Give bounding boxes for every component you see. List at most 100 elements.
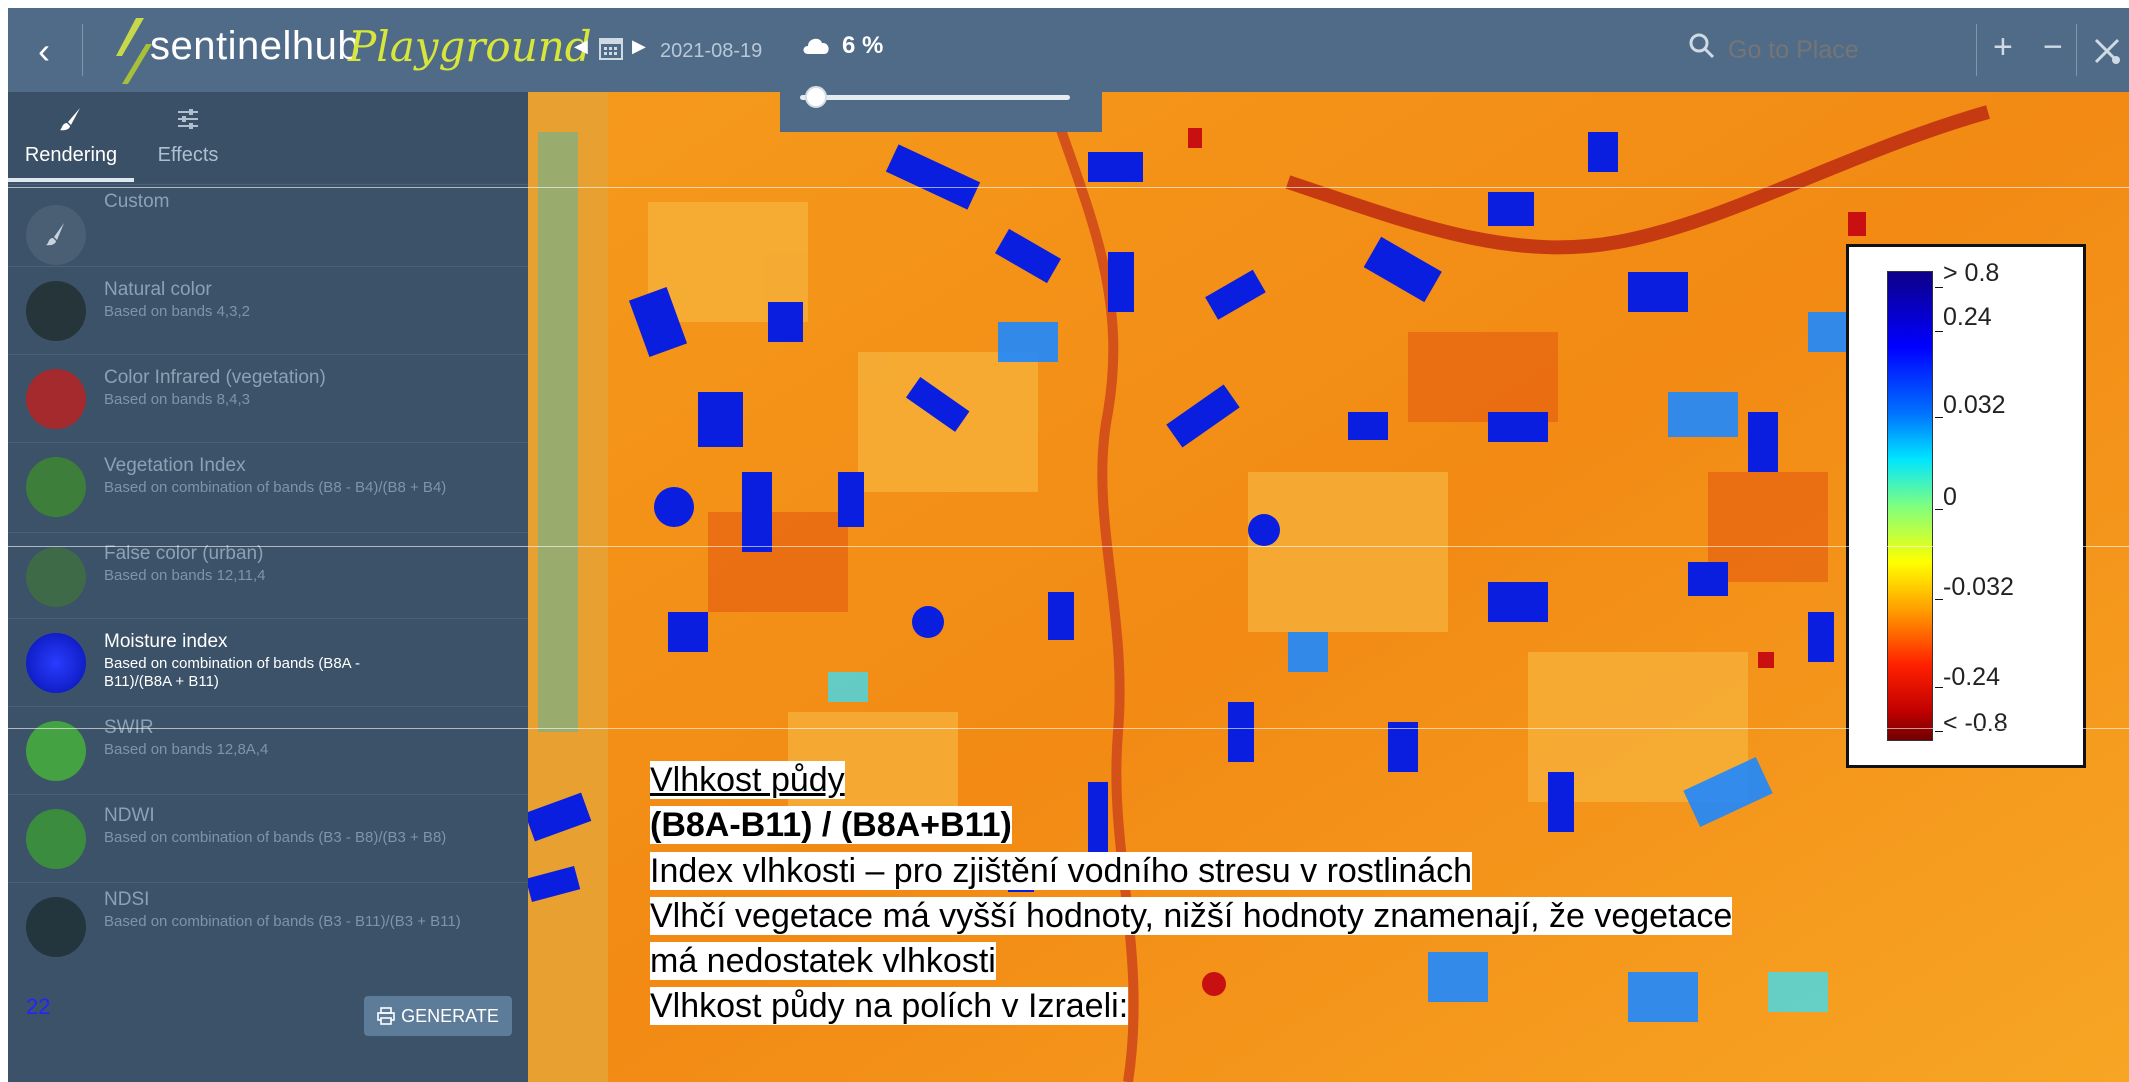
layer-subtitle: Based on combination of bands (B8 - B4)/… xyxy=(104,479,447,496)
layer-thumbnail xyxy=(26,633,86,693)
layer-subtitle: Based on combination of bands (B3 - B11)… xyxy=(104,913,461,930)
layer-title: SWIR xyxy=(104,717,154,738)
previous-date-icon[interactable]: ◀ xyxy=(574,36,588,56)
layer-item-false-color[interactable]: False color (urban) Based on bands 12,11… xyxy=(8,532,528,619)
caption-title-text: Vlhkost půdy xyxy=(650,761,845,799)
color-legend: > 0.8 0.24 0.032 0 -0.032 -0.24 < -0.8 xyxy=(1846,244,2086,768)
layer-subtitle: Based on combination of bands (B8A - B11… xyxy=(104,655,360,690)
print-icon xyxy=(377,1007,395,1025)
brush-icon xyxy=(60,108,80,131)
layer-title: NDSI xyxy=(104,889,150,910)
layer-subtitle: Based on bands 8,4,3 xyxy=(104,391,250,408)
sentinelhub-logo-icon xyxy=(116,18,152,84)
layer-title: Color Infrared (vegetation) xyxy=(104,367,326,388)
legend-label: 0 xyxy=(1943,483,1957,511)
legend-tick xyxy=(1935,417,1943,418)
layer-item-moisture-index[interactable]: Moisture index Based on combination of b… xyxy=(8,618,528,707)
divider xyxy=(1976,24,1977,76)
caption-line-text: Index vlhkosti – pro zjištění vodního st… xyxy=(650,852,1473,890)
app-frame: > 0.8 0.24 0.032 0 -0.032 -0.24 < -0.8 ‹… xyxy=(8,8,2129,1082)
layer-subtitle: Based on bands 12,8A,4 xyxy=(104,741,269,758)
next-date-icon[interactable]: ▶ xyxy=(632,36,646,56)
generate-button[interactable]: GENERATE xyxy=(364,996,512,1036)
layer-thumbnail xyxy=(26,547,86,607)
layer-item-ndwi[interactable]: NDWI Based on combination of bands (B3 -… xyxy=(8,794,528,883)
tab-effects[interactable]: Effects xyxy=(146,92,230,178)
caption-line-text: má nedostatek vlhkosti xyxy=(650,942,996,980)
layer-thumbnail xyxy=(26,205,86,265)
tab-label: Effects xyxy=(157,144,219,166)
layer-thumbnail xyxy=(26,897,86,957)
layer-item-swir[interactable]: SWIR Based on bands 12,8A,4 xyxy=(8,706,528,795)
cloud-coverage-slider-handle[interactable] xyxy=(805,86,828,108)
caption-line: Index vlhkosti – pro zjištění vodního st… xyxy=(650,851,1473,891)
calendar-icon[interactable] xyxy=(598,35,624,61)
zoom-in-button[interactable]: + xyxy=(1993,28,2013,66)
tab-rendering[interactable]: Rendering xyxy=(8,92,134,182)
legend-label: 0.24 xyxy=(1943,303,1992,331)
tools-icon[interactable] xyxy=(2092,36,2122,66)
legend-label: > 0.8 xyxy=(1943,259,2000,287)
slide-number: 22 xyxy=(26,994,51,1019)
divider xyxy=(82,24,83,76)
cloud-coverage-panel: 6 % xyxy=(780,8,1102,132)
layer-title: Natural color xyxy=(104,279,212,300)
layer-subtitle: Based on combination of bands (B3 - B8)/… xyxy=(104,829,447,846)
layer-item-natural-color[interactable]: Natural color Based on bands 4,3,2 xyxy=(8,266,528,355)
legend-tick xyxy=(1935,599,1943,600)
layer-subtitle: Based on bands 4,3,2 xyxy=(104,303,250,320)
layer-title: NDWI xyxy=(104,805,155,826)
layer-title: False color (urban) xyxy=(104,543,264,564)
caption-formula: (B8A-B11) / (B8A+B11) xyxy=(650,805,1012,845)
legend-tick xyxy=(1935,287,1943,288)
layer-subtitle: Based on bands 12,11,4 xyxy=(104,567,266,584)
legend-tick xyxy=(1935,331,1943,332)
legend-tick xyxy=(1935,509,1943,510)
legend-tick xyxy=(1935,687,1943,688)
layer-title: Custom xyxy=(104,191,170,212)
go-to-place-input[interactable] xyxy=(1728,36,1948,65)
layer-thumbnail xyxy=(26,281,86,341)
zoom-out-button[interactable]: − xyxy=(2043,28,2063,66)
divider xyxy=(2076,24,2077,76)
caption-line: Vlhkost půdy na polích v Izraeli: xyxy=(650,986,1129,1026)
generate-label: GENERATE xyxy=(401,1005,499,1026)
layer-thumbnail xyxy=(26,457,86,517)
layer-title: Vegetation Index xyxy=(104,455,246,476)
legend-tick xyxy=(1935,731,1943,732)
divider xyxy=(0,728,2129,729)
caption-formula-text: (B8A-B11) / (B8A+B11) xyxy=(650,806,1012,844)
layer-thumbnail xyxy=(26,721,86,781)
cloud-coverage-value: 6 % xyxy=(842,32,884,59)
brand-name: sentinelhub xyxy=(150,24,361,68)
legend-label: < -0.8 xyxy=(1943,709,2008,737)
tab-label: Rendering xyxy=(24,144,118,166)
legend-label: 0.032 xyxy=(1943,391,2006,419)
caption-title: Vlhkost půdy xyxy=(650,760,845,800)
cloud-icon xyxy=(803,38,829,54)
caption-line: Vlhčí vegetace má vyšší hodnoty, nižší h… xyxy=(650,896,1733,936)
legend-gradient-bar xyxy=(1887,271,1933,741)
layer-item-ndsi[interactable]: NDSI Based on combination of bands (B3 -… xyxy=(8,882,528,971)
divider xyxy=(0,187,2129,188)
cloud-coverage-slider[interactable] xyxy=(800,95,1070,100)
layer-title: Moisture index xyxy=(104,631,228,652)
layer-thumbnail xyxy=(26,369,86,429)
legend-label: -0.032 xyxy=(1943,573,2014,601)
layer-thumbnail xyxy=(26,809,86,869)
divider xyxy=(0,546,2129,547)
caption-line-text: Vlhkost půdy na polích v Izraeli: xyxy=(650,987,1129,1025)
search-icon[interactable] xyxy=(1688,32,1716,65)
selected-date[interactable]: 2021-08-19 xyxy=(660,40,763,62)
sliders-icon xyxy=(178,109,198,129)
legend-label: -0.24 xyxy=(1943,663,2000,691)
layer-item-custom[interactable]: Custom xyxy=(8,184,528,287)
layer-item-color-infrared[interactable]: Color Infrared (vegetation) Based on ban… xyxy=(8,354,528,443)
back-button[interactable]: ‹ xyxy=(38,30,50,71)
caption-line-text: Vlhčí vegetace má vyšší hodnoty, nižší h… xyxy=(650,897,1733,935)
brand-playground: Playground xyxy=(348,22,592,71)
layer-item-vegetation-index[interactable]: Vegetation Index Based on combination of… xyxy=(8,442,528,533)
sidebar: Rendering Effects Custom Natural color B… xyxy=(8,92,528,1082)
sidebar-tabs: Rendering Effects xyxy=(8,92,528,182)
caption-line: má nedostatek vlhkosti xyxy=(650,941,996,981)
